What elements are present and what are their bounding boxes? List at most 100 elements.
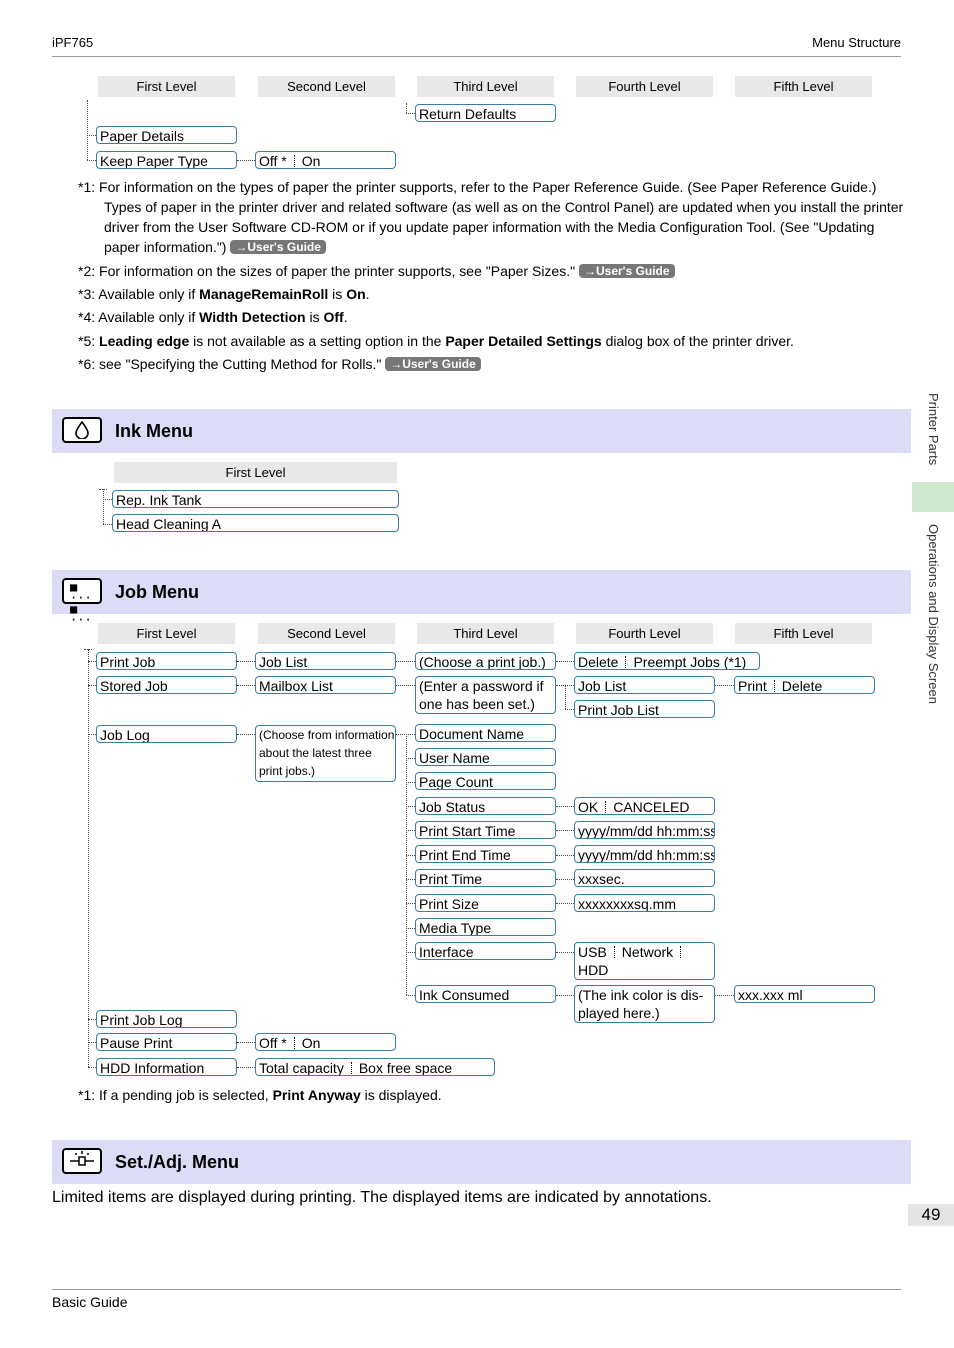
option-off-on[interactable]: Off *On xyxy=(255,151,396,169)
user-guide-link[interactable]: →User's Guide xyxy=(385,357,481,371)
tree-line xyxy=(406,806,415,807)
job-menu-title: Job Menu xyxy=(115,582,199,602)
option-total-capacity: Total capacity xyxy=(259,1060,344,1076)
menu-item-mailbox-list[interactable]: Mailbox List xyxy=(255,676,396,694)
tree-line xyxy=(556,903,574,904)
tree-line xyxy=(88,649,89,1067)
note-4: *4: Available only if Width Detection is… xyxy=(78,309,348,325)
tree-line xyxy=(715,685,734,686)
tree-line xyxy=(237,661,255,662)
tree-line xyxy=(237,160,255,161)
tree-line xyxy=(103,489,104,524)
note-3: *3: Available only if ManageRemainRoll i… xyxy=(78,286,370,302)
tree-line xyxy=(406,758,415,759)
menu-item-print-job[interactable]: Print Job xyxy=(96,652,237,670)
user-guide-link[interactable]: →User's Guide xyxy=(230,240,326,254)
menu-item-hdd-information[interactable]: HDD Information xyxy=(96,1058,237,1076)
option-box-free-space: Box free space xyxy=(358,1060,453,1076)
section-title: Menu Structure xyxy=(812,35,901,50)
menu-item-job-list-2[interactable]: Job List xyxy=(574,676,715,694)
side-tab-operations[interactable]: Operations and Display Screen xyxy=(926,524,941,704)
tree-line xyxy=(88,1042,96,1043)
option-ok: OK xyxy=(578,799,599,815)
tree-line xyxy=(406,995,415,996)
tree-line xyxy=(406,103,407,113)
menu-item-paper-details[interactable]: Paper Details xyxy=(96,126,237,144)
menu-item-interface[interactable]: Interface xyxy=(415,942,556,960)
level-header-second: Second Level xyxy=(258,76,395,97)
level-header-first: First Level xyxy=(98,76,235,97)
tree-line xyxy=(715,995,734,996)
menu-item-choose-info[interactable]: (Choose from information about the lates… xyxy=(255,725,396,782)
tree-line xyxy=(99,489,107,490)
menu-item-print-job-list[interactable]: Print Job List xyxy=(574,700,715,718)
tree-line xyxy=(406,782,415,783)
menu-item-page-count[interactable]: Page Count xyxy=(415,772,556,790)
tree-line xyxy=(396,661,415,662)
option-hdd-info[interactable]: Total capacity Box free space xyxy=(255,1058,495,1076)
option-on: On xyxy=(301,1035,321,1051)
level-header-third: Third Level xyxy=(417,76,554,97)
menu-item-print-time[interactable]: Print Time xyxy=(415,869,556,887)
tree-line xyxy=(88,1019,96,1020)
menu-item-user-name[interactable]: User Name xyxy=(415,748,556,766)
menu-item-job-log[interactable]: Job Log xyxy=(96,725,237,743)
tree-line xyxy=(406,734,407,995)
tree-line xyxy=(88,661,96,662)
option-off: Off * xyxy=(259,153,287,169)
note-5: *5: Leading edge is not available as a s… xyxy=(78,333,794,349)
tree-line xyxy=(237,1042,255,1043)
job-note-1: *1: If a pending job is selected, Print … xyxy=(78,1087,442,1103)
tree-line xyxy=(84,649,92,650)
menu-item-ink-consumed[interactable]: Ink Consumed xyxy=(415,985,556,1003)
level-header-fifth: Fifth Level xyxy=(735,76,872,97)
tree-line xyxy=(556,995,574,996)
setadj-menu-title: Set./Adj. Menu xyxy=(115,1152,240,1172)
tree-line xyxy=(87,100,88,160)
option-hdd: HDD xyxy=(578,962,609,978)
option-delete: Delete xyxy=(578,654,619,670)
tree-line xyxy=(103,524,112,525)
menu-item-print-size[interactable]: Print Size xyxy=(415,894,556,912)
page-number: 49 xyxy=(908,1204,954,1226)
option-off-on[interactable]: Off * On xyxy=(255,1033,396,1051)
value-print-end-time: yyyy/mm/dd hh:mm:ss xyxy=(574,845,715,863)
level-header-fourth: Fourth Level xyxy=(576,76,713,97)
level-header-fourth: Fourth Level xyxy=(576,623,713,644)
menu-item-pause-print[interactable]: Pause Print xyxy=(96,1033,237,1051)
tree-line xyxy=(556,952,574,953)
job-list-icon: ■ ···■ ··· xyxy=(62,578,102,626)
tree-line xyxy=(396,734,415,735)
menu-item-print-start-time[interactable]: Print Start Time xyxy=(415,821,556,839)
menu-item-job-status[interactable]: Job Status xyxy=(415,797,556,815)
menu-item-job-list[interactable]: Job List xyxy=(255,652,396,670)
user-guide-link[interactable]: →User's Guide xyxy=(578,264,675,278)
menu-item-choose-print-job[interactable]: (Choose a print job.) xyxy=(415,652,556,670)
side-tab-printer-parts[interactable]: Printer Parts xyxy=(926,393,941,466)
menu-item-print-job-log[interactable]: Print Job Log xyxy=(96,1010,237,1028)
ink-menu-title: Ink Menu xyxy=(115,421,194,441)
doc-model: iPF765 xyxy=(52,35,94,50)
tree-line xyxy=(406,879,415,880)
menu-item-document-name[interactable]: Document Name xyxy=(415,724,556,742)
menu-item-print-end-time[interactable]: Print End Time xyxy=(415,845,556,863)
menu-item-return-defaults[interactable]: Return Defaults xyxy=(415,104,556,122)
ink-menu-band: Ink Menu xyxy=(52,409,911,453)
note-2: *2: For information on the sizes of pape… xyxy=(78,261,675,281)
menu-item-enter-password[interactable]: (Enter a password if one has been set.) xyxy=(415,676,556,714)
option-usb: USB xyxy=(578,944,607,960)
menu-item-rep-ink-tank[interactable]: Rep. Ink Tank xyxy=(112,490,399,508)
settings-adjust-icon xyxy=(62,1148,102,1174)
menu-item-keep-paper-type[interactable]: Keep Paper Type xyxy=(96,151,237,169)
menu-item-stored-job[interactable]: Stored Job xyxy=(96,676,237,694)
menu-item-head-cleaning-a[interactable]: Head Cleaning A xyxy=(112,514,399,532)
menu-item-media-type[interactable]: Media Type xyxy=(415,918,556,936)
header-rule xyxy=(52,56,901,57)
tree-line xyxy=(87,135,96,136)
option-off: Off * xyxy=(259,1035,287,1051)
level-header-first: First Level xyxy=(98,623,235,644)
